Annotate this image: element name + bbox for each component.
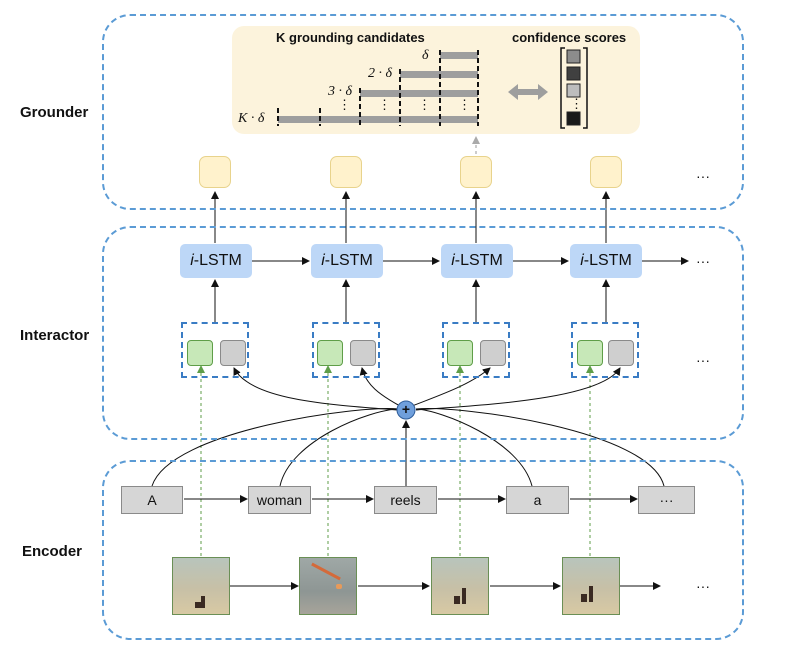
bar-vdots-3: ⋮ [418,97,431,112]
word-token-2: woman [248,486,311,514]
visual-feature-4 [577,340,603,366]
word-token-4: a [506,486,569,514]
delta-label-k: K · δ [238,111,265,126]
anchor-separators [277,50,479,126]
visual-feature-3 [447,340,473,366]
bar-vdots-2: ⋮ [378,97,391,112]
lstm-to-output-arrows [211,191,610,243]
sum-node [396,400,416,420]
visual-feature-1 [187,340,213,366]
grounder-region [102,14,744,210]
lstm-cell-1: i-LSTM [180,244,252,278]
frame-ellipsis: ··· [696,578,710,594]
lstm-cell-4: i-LSTM [570,244,642,278]
lstm-cell-3: i-LSTM [441,244,513,278]
bar-vdots-4: ⋮ [458,97,471,112]
double-arrow-icon [508,84,548,100]
candidates-title: K grounding candidates [276,30,425,45]
output-box-1 [199,156,231,188]
interactor-ellipsis: ··· [696,352,710,368]
word-token-1: A [121,486,183,514]
interactor-to-lstm-arrows [211,279,610,322]
text-feature-3 [480,340,506,366]
output-box-4 [590,156,622,188]
sum-to-text-curves [233,367,621,411]
output-box-2 [330,156,362,188]
text-feature-4 [608,340,634,366]
visual-feature-2 [317,340,343,366]
interactor-region [102,226,744,440]
output-box-3 [460,156,492,188]
video-frame-4 [562,557,620,615]
candidate-bar-3 [360,90,478,97]
scores-title: confidence scores [512,30,627,45]
text-feature-1 [220,340,246,366]
interactor-label: Interactor [20,327,90,344]
video-frame-3 [431,557,489,615]
lstm-ellipsis: ··· [696,253,710,269]
visual-feature-links [197,365,594,556]
candidate-bar-k [278,116,478,123]
word-to-sum-curves [151,408,665,487]
lstm-cell-2: i-LSTM [311,244,383,278]
sum-symbol: + [401,401,411,417]
video-frame-2 [299,557,357,615]
interaction-box-1 [181,322,249,378]
score-vdots: ⋮ [570,96,583,111]
encoder-region [102,460,744,640]
grounder-label: Grounder [20,104,89,121]
confidence-vector [560,47,588,129]
word-token-5: ··· [638,486,695,514]
delta-label-1: δ [422,48,429,63]
bar-vdots-1: ⋮ [338,97,351,112]
output-ellipsis: ··· [696,168,710,184]
interaction-box-3 [442,322,510,378]
interaction-box-2 [312,322,380,378]
candidate-bar-1 [440,52,478,59]
delta-label-3: 3 · δ [328,84,353,99]
video-frame-1 [172,557,230,615]
interaction-box-4 [571,322,639,378]
word-token-3: reels [374,486,437,514]
delta-label-2: 2 · δ [368,66,393,81]
text-feature-2 [350,340,376,366]
encoder-label: Encoder [22,543,83,560]
